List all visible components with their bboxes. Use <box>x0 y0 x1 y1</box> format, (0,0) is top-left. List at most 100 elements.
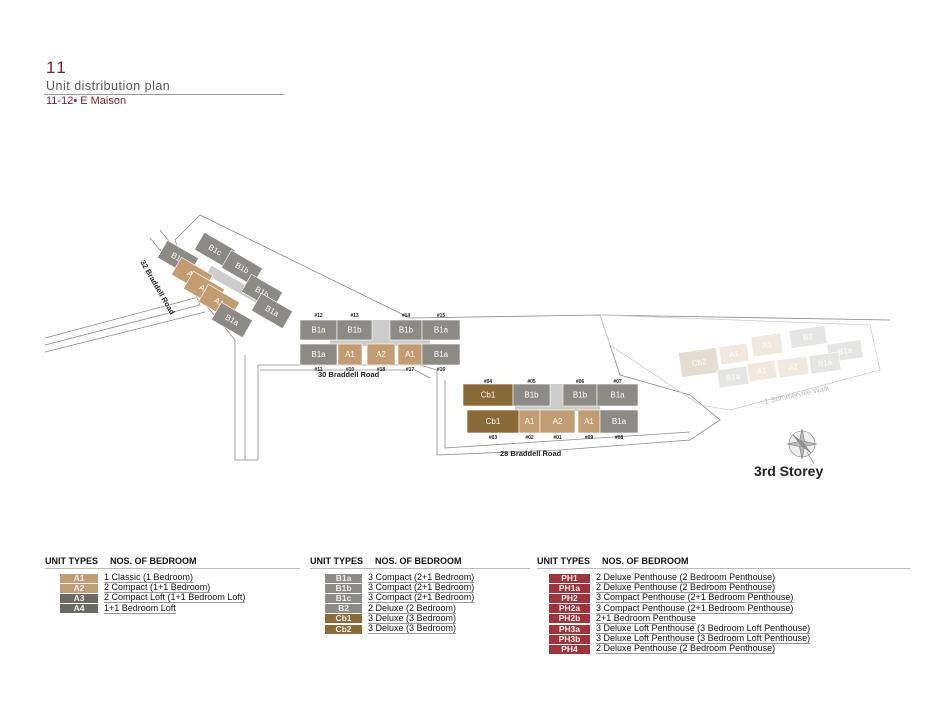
unit-type-description: 2+1 Bedroom Penthouse <box>596 612 696 624</box>
unit-number: #14 <box>402 313 411 319</box>
unit-number: #05 <box>527 379 536 385</box>
unit-label: A1 <box>584 417 594 426</box>
legend-rule <box>310 568 530 569</box>
unit-type-description: 3 Deluxe (3 Bedroom) <box>368 612 457 624</box>
compass-icon <box>786 428 818 465</box>
legend-item-b1a: B1a 3 Compact (2+1 Bedroom) <box>325 572 475 583</box>
unit-label: B1a <box>610 391 625 400</box>
unit-type-description: 3 Compact (2+1 Bedroom) <box>368 572 475 583</box>
unit-type-badge: B1c <box>325 593 362 603</box>
unit-b1b: B1b <box>336 319 373 341</box>
unit-label: B1a <box>311 350 326 359</box>
unit-a2: A2 <box>776 355 810 379</box>
unit-label: B1a <box>434 326 449 335</box>
unit-a1: A1 <box>746 359 778 383</box>
unit-b1a: B1a <box>421 343 461 366</box>
unit-b1b: B1b <box>562 383 598 407</box>
unit-type-badge: B1a <box>325 573 362 583</box>
unit-number: #03 <box>489 435 498 441</box>
unit-shape <box>211 301 253 339</box>
legend-rule <box>537 568 910 569</box>
header-unit-types: UNIT TYPES <box>537 556 591 566</box>
unit-b1a: B1a <box>599 409 639 434</box>
unit-b1b: B1b <box>389 319 423 341</box>
unit-label: A1 <box>729 349 740 359</box>
unit-a1: A1 <box>518 409 541 434</box>
unit-shape <box>716 365 750 389</box>
header-unit-types: UNIT TYPES <box>45 556 99 566</box>
unit-shape <box>539 409 576 434</box>
unit-shape <box>826 339 864 363</box>
unit-label: A2 <box>376 350 386 359</box>
unit-type-badge: PH2b <box>549 614 590 624</box>
unit-shape <box>251 292 293 330</box>
road-label-30: 30 Braddell Road <box>318 370 380 379</box>
header-unit-types: UNIT TYPES <box>310 556 364 566</box>
unit-shape <box>421 343 461 366</box>
unit-number: #18 <box>377 367 386 373</box>
unit-a1: A1 <box>337 343 363 366</box>
unit-shape <box>788 325 828 349</box>
unit-shape <box>336 319 373 341</box>
page-number: 11 <box>46 58 68 77</box>
unit-shape <box>599 409 639 434</box>
unit-label: A1 <box>525 417 535 426</box>
unit-number: #02 <box>525 435 534 441</box>
unit-type-description: 2 Deluxe Penthouse (2 Bedroom Penthouse) <box>596 643 776 655</box>
unit-type-description: 1+1 Bedroom Loft <box>104 602 176 614</box>
unit-label: B2 <box>803 332 814 342</box>
legend-item-ph3b: PH3b 3 Deluxe Loft Penthouse (3 Bedroom L… <box>549 633 811 645</box>
unit-b1a: B1a <box>299 343 338 366</box>
unit-label: A1 <box>405 350 415 359</box>
unit-label: A2 <box>788 362 799 372</box>
unit-number: #06 <box>576 379 585 385</box>
unit-shape <box>366 343 396 366</box>
unit-b1c: B1c <box>194 231 236 269</box>
unit-type-description: 2 Deluxe Penthouse (2 Bedroom Penthouse) <box>596 572 776 583</box>
unit-shape <box>596 383 639 407</box>
legend-item-ph2b: PH2b 2+1 Bedroom Penthouse <box>549 612 696 624</box>
unit-number: #13 <box>350 313 359 319</box>
unit-type-description: 3 Compact (2+1 Bedroom) <box>368 592 475 604</box>
legend-rule <box>45 568 300 569</box>
unit-cb1: Cb1 <box>462 383 514 407</box>
unit-shape <box>746 359 778 383</box>
unit-type-badge: PH3b <box>549 634 590 644</box>
unit-cb2: Cb2 <box>678 347 720 378</box>
unit-type-badge: A4 <box>60 604 98 614</box>
unit-type-badge: PH4 <box>549 644 590 654</box>
unit-shape <box>337 343 363 366</box>
unit-label: B1a <box>434 350 449 359</box>
corridor <box>330 338 430 346</box>
unit-number: #12 <box>314 313 323 319</box>
unit-shape <box>750 332 784 358</box>
unit-b1a: B1a <box>251 292 293 330</box>
unit-type-badge: A2 <box>60 583 98 593</box>
unit-a1: A1 <box>397 343 423 366</box>
unit-type-badge: PH1a <box>549 583 590 593</box>
unit-label: B1b <box>573 391 588 400</box>
unit-type-description: 2 Compact (1+1 Bedroom) <box>104 582 211 594</box>
unit-type-description: 3 Deluxe Loft Penthouse (3 Bedroom Loft … <box>596 633 811 645</box>
unit-number: #08 <box>615 435 624 441</box>
unit-label: B1a <box>311 326 326 335</box>
unit-shape <box>421 319 461 341</box>
unit-a1: A1 <box>577 409 601 434</box>
unit-type-badge: A1 <box>60 573 98 583</box>
unit-number: #11 <box>314 367 322 373</box>
unit-type-badge: Cb2 <box>325 624 362 634</box>
unit-cb1: Cb1 <box>466 409 520 434</box>
unit-a1: A1 <box>750 332 784 358</box>
unit-b1b: B1b <box>512 383 551 407</box>
unit-type-badge: PH3a <box>549 624 590 634</box>
